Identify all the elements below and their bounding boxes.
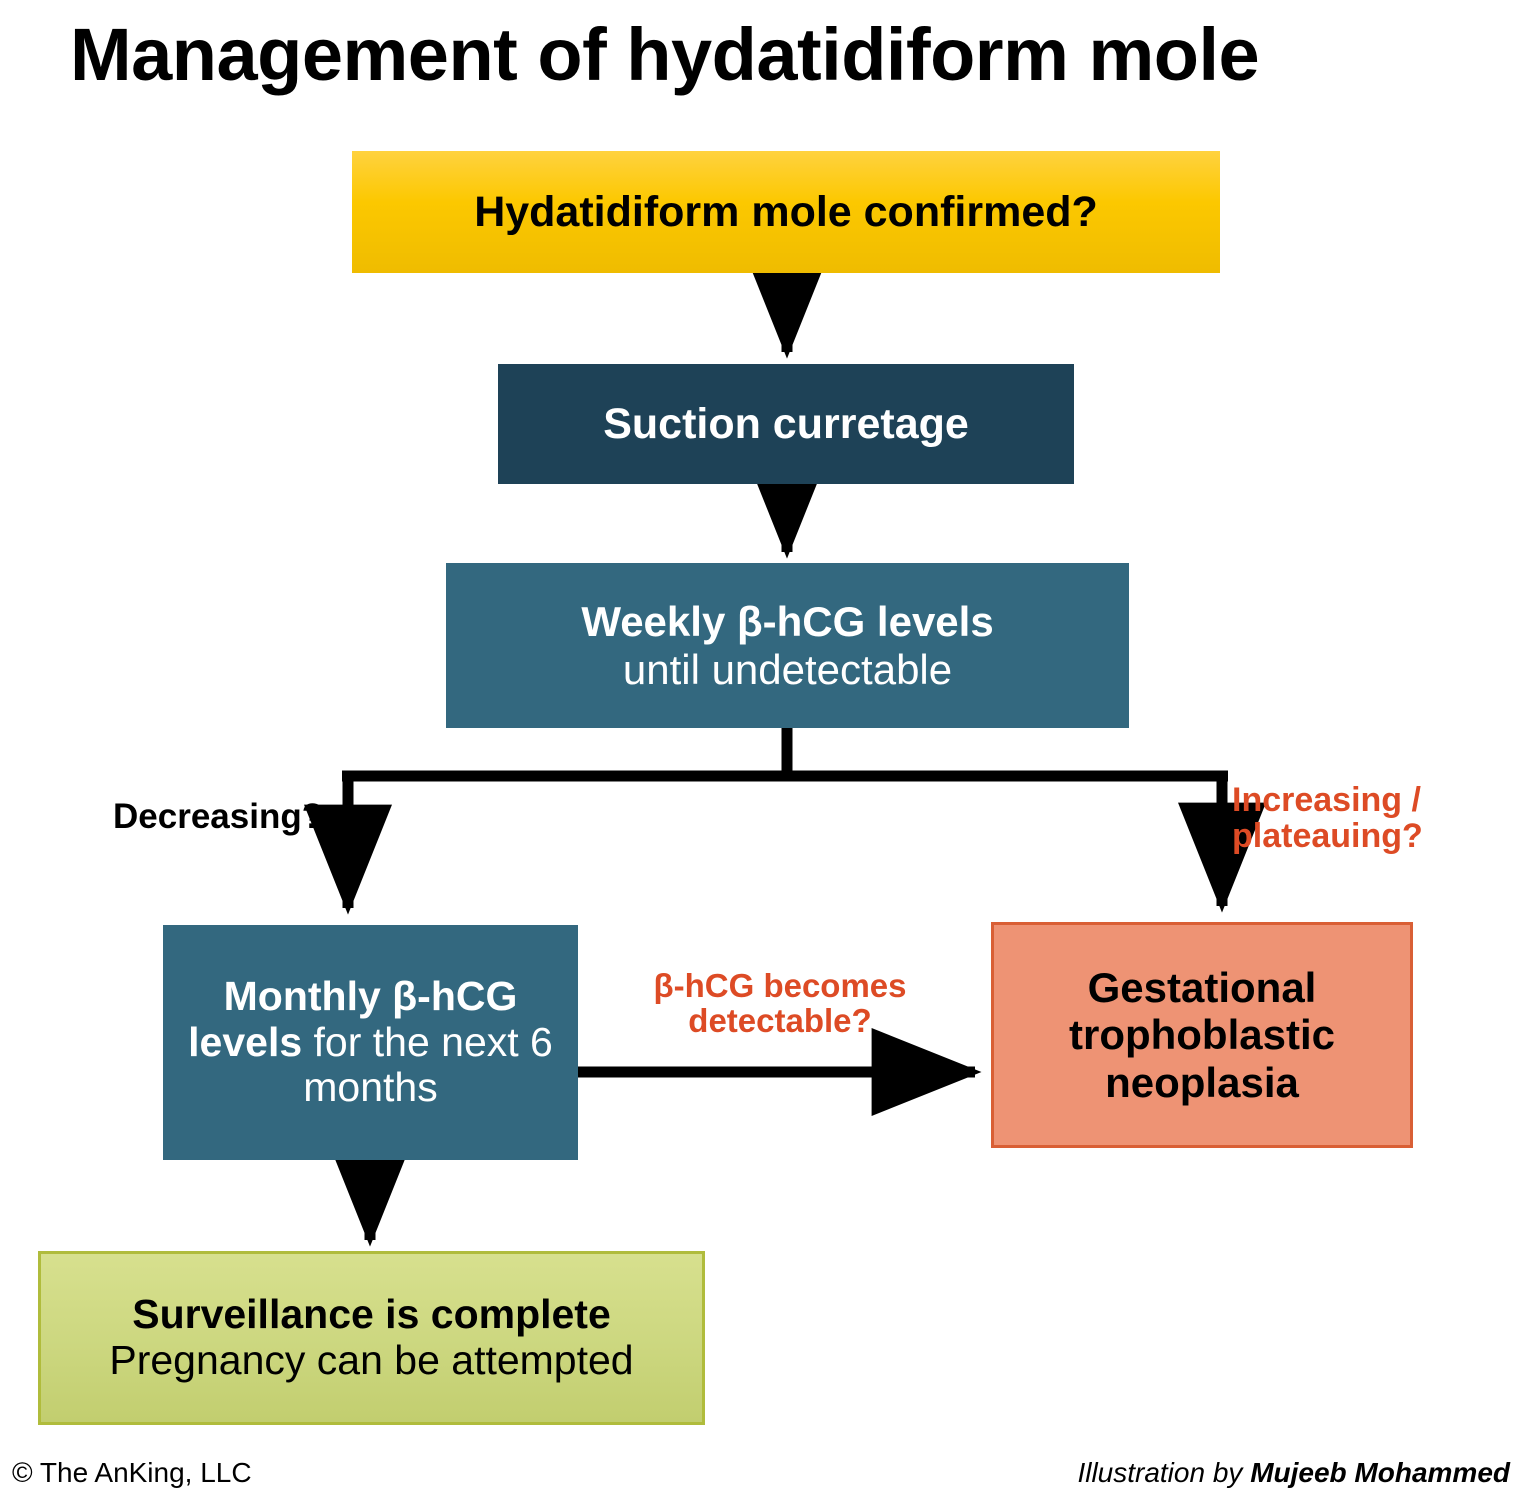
node-weekly-bhcg-levels[interactable]: Weekly β-hCG levels until undetectable: [446, 563, 1129, 728]
node-gtn-line2: trophoblastic: [1068, 1011, 1335, 1059]
footer-credit-prefix: Illustration by: [1077, 1457, 1251, 1488]
node-gtn-line3: neoplasia: [1105, 1058, 1299, 1106]
edge-label-bhcg-becomes-detectable: β-hCG becomes detectable?: [653, 967, 907, 1039]
node-monthly-bhcg-levels[interactable]: Monthly β-hCG levels for the next 6 mont…: [163, 925, 578, 1160]
node-surveillance-complete[interactable]: Surveillance is complete Pregnancy can b…: [38, 1251, 705, 1425]
footer-credit-artist: Mujeeb Mohammed: [1250, 1457, 1510, 1488]
node-monthly-bold: Monthly β-hCG levels: [188, 972, 518, 1065]
footer-credit: Illustration by Mujeeb Mohammed: [1077, 1457, 1510, 1489]
node-weekly-line2: until undetectable: [622, 645, 953, 693]
node-suction-curretage[interactable]: Suction curretage: [498, 364, 1074, 484]
node-hydatidiform-mole-confirmed[interactable]: Hydatidiform mole confirmed?: [352, 151, 1220, 273]
node-monthly-text: Monthly β-hCG levels for the next 6 mont…: [179, 972, 562, 1112]
node-weekly-line1: Weekly β-hCG levels: [581, 598, 994, 646]
footer-copyright: © The AnKing, LLC: [12, 1457, 252, 1488]
node-surveillance-line1: Surveillance is complete: [132, 1291, 611, 1338]
edge-label-increasing-plateauing: Increasing / plateauing?: [1232, 781, 1423, 856]
node-monthly-regular: for the next 6 months: [302, 1018, 553, 1111]
node-surveillance-line2: Pregnancy can be attempted: [109, 1337, 634, 1383]
node-gtn-line1: Gestational: [1087, 964, 1317, 1012]
page-title: Management of hydatidiform mole: [70, 13, 1260, 96]
node-suction-label: Suction curretage: [603, 399, 969, 448]
node-confirm-label: Hydatidiform mole confirmed?: [474, 187, 1098, 236]
edge-label-decreasing: Decreasing?: [113, 797, 324, 836]
